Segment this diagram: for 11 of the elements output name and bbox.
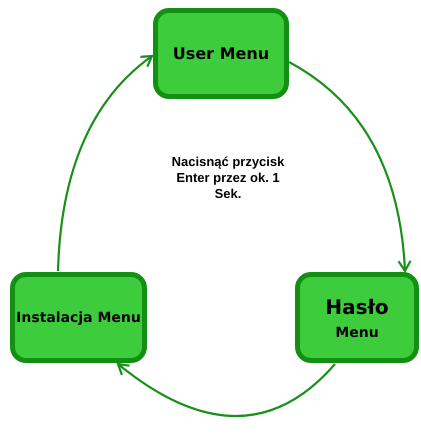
curved-arrow bbox=[116, 362, 336, 417]
box-title: Instalacja Menu bbox=[16, 310, 141, 326]
curved-arrow bbox=[288, 61, 412, 272]
menu-box bbox=[10, 272, 147, 363]
box-subtitle: Menu bbox=[335, 324, 379, 340]
menu-box bbox=[295, 272, 419, 363]
instruction-text: Nacisnąć przycisk Enter przez ok. 1 Sek. bbox=[170, 154, 286, 202]
curved-arrow bbox=[56, 54, 154, 272]
menu-box bbox=[153, 8, 289, 99]
box-title: User Menu bbox=[172, 44, 270, 63]
box-title: Hasło bbox=[325, 294, 389, 318]
